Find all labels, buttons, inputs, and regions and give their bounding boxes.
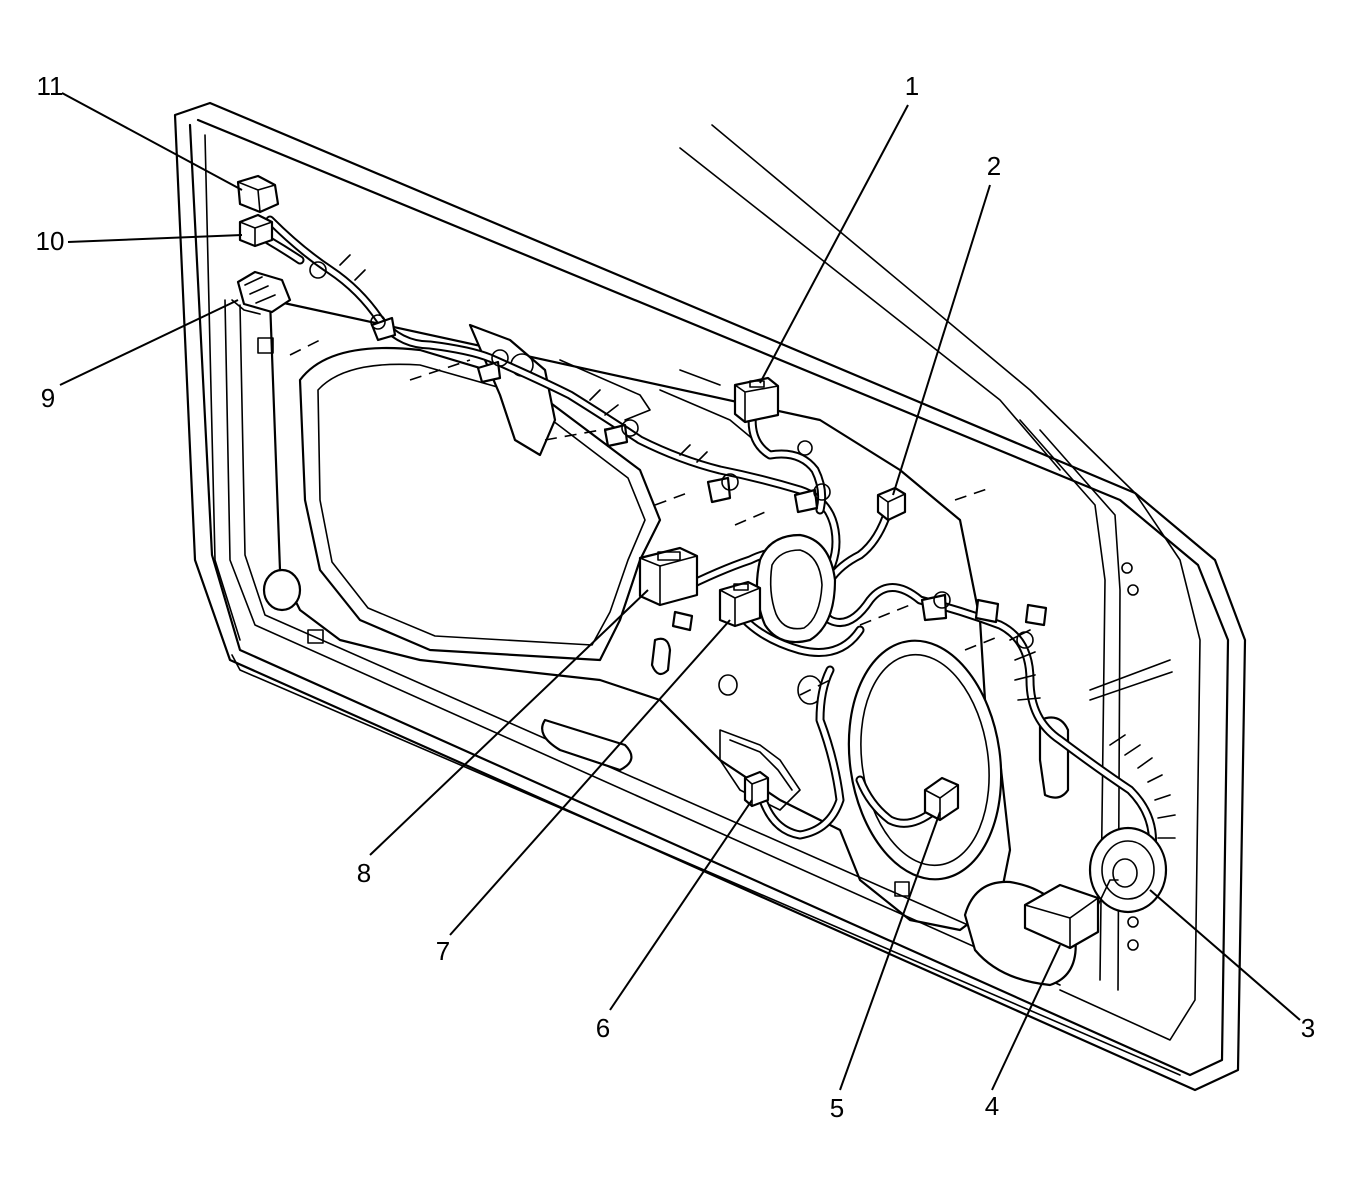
callout-5: 5 — [830, 1093, 844, 1123]
callout-labels: 1 2 3 4 5 6 7 8 9 10 11 — [36, 71, 1316, 1123]
connector-2 — [876, 486, 907, 522]
connector-9 — [231, 270, 292, 315]
leader-11 — [61, 92, 243, 191]
callout-10: 10 — [36, 226, 65, 256]
leader-9 — [59, 299, 239, 386]
connector-10 — [238, 213, 274, 248]
connector-1 — [733, 376, 780, 424]
connector-6 — [743, 770, 770, 808]
connector-8 — [638, 546, 699, 607]
leader-6 — [609, 799, 753, 1011]
inner-panel — [257, 298, 1077, 987]
callout-3: 3 — [1301, 1013, 1315, 1043]
leader-7 — [449, 619, 731, 936]
callout-6: 6 — [596, 1013, 610, 1043]
callout-1: 1 — [905, 71, 919, 101]
harness-clips — [289, 261, 1048, 696]
connector-3-grommet — [1088, 826, 1168, 914]
leader-8 — [369, 589, 649, 856]
leader-3 — [1149, 889, 1301, 1021]
connectors — [231, 174, 1168, 950]
callout-2: 2 — [987, 151, 1001, 181]
connector-4 — [1023, 879, 1119, 950]
door-frame — [173, 101, 1247, 1092]
callout-9: 9 — [41, 383, 55, 413]
connector-7 — [718, 580, 762, 628]
callout-11: 11 — [37, 71, 64, 101]
connector-5 — [923, 776, 960, 822]
callout-4: 4 — [985, 1091, 999, 1121]
leader-2 — [892, 184, 991, 496]
leader-10 — [67, 234, 243, 243]
leader-1 — [759, 104, 909, 384]
callout-8: 8 — [357, 858, 371, 888]
connector-11 — [236, 174, 280, 214]
callout-7: 7 — [436, 936, 450, 966]
wiring-harness — [263, 215, 1176, 885]
leader-4 — [991, 944, 1061, 1091]
leader-5 — [839, 811, 941, 1091]
leader-lines — [59, 92, 1301, 1091]
